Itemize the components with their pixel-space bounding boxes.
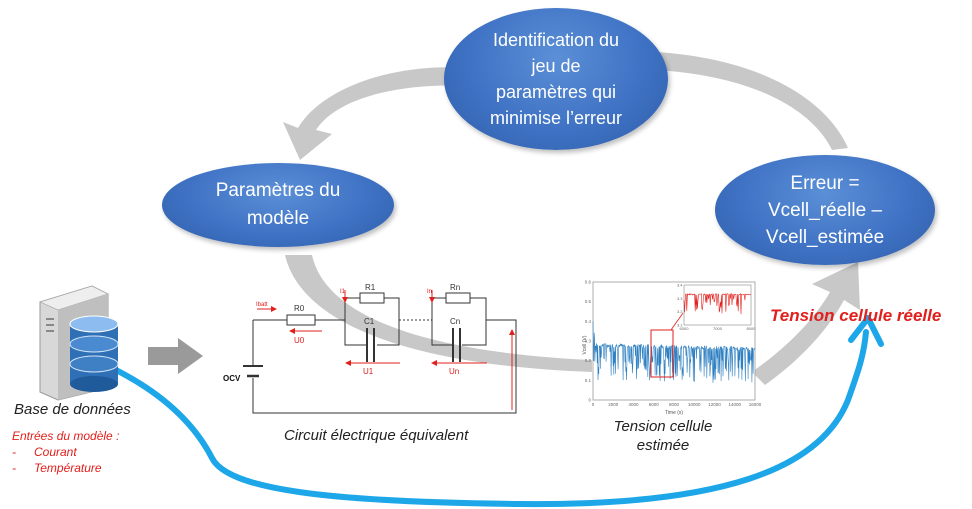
label-c1: C1 <box>364 317 375 326</box>
bubble-identification: Identification du jeu de paramètres qui … <box>444 8 668 150</box>
chart-xtick-label: 2000 <box>608 402 619 407</box>
chart-xtick-label: 12000 <box>708 402 721 407</box>
bubble-erreur: Erreur = Vcell_réelle – Vcell_estimée <box>715 155 935 265</box>
label-cn: Cn <box>450 317 460 326</box>
loop-arrow-top-left <box>283 67 470 160</box>
block-arrow-db-to-circuit <box>148 338 203 374</box>
database-server-icon <box>38 285 119 401</box>
inset-ytick-label: 3.4 <box>677 283 683 288</box>
label-u1: U1 <box>363 367 374 376</box>
loop-arrows <box>148 52 860 385</box>
database-caption: Base de données <box>14 401 131 418</box>
inset-ytick-label: 3.2 <box>677 309 683 314</box>
loop-arrow-bottom <box>285 255 592 372</box>
chart-ylabel: Vcell (V) <box>582 335 588 354</box>
chart-xtick-label: 8000 <box>669 402 680 407</box>
bubble-parametres: Paramètres du modèle <box>162 163 394 247</box>
bubble-erreur-text: Erreur = Vcell_réelle – Vcell_estimée <box>765 172 885 248</box>
circuit-caption: Circuit électrique équivalent <box>284 427 469 444</box>
label-r0: R0 <box>294 304 305 313</box>
chart-xlabel: Time (s) <box>665 410 683 416</box>
chart-xtick-label: 4000 <box>628 402 639 407</box>
inset-xtick-label: 6000 <box>680 326 690 331</box>
label-un: Un <box>449 367 459 376</box>
bubble-identification-text: Identification du jeu de paramètres qui … <box>489 30 623 128</box>
chart-xtick-label: 10000 <box>688 402 701 407</box>
chart-ytick-label: 0.4 <box>585 319 592 324</box>
resistor-r0 <box>286 314 316 326</box>
loop-arrow-to-erreur <box>752 262 860 385</box>
model-input-courant: -Courant <box>12 445 77 459</box>
label-r1: R1 <box>365 283 376 292</box>
bullet-courant: - <box>12 445 16 459</box>
chart-ytick-label: 0.2 <box>585 358 592 363</box>
inset-series-vcell <box>683 292 752 315</box>
label-ocv: OCV <box>223 374 241 383</box>
inset-ytick-label: 3.3 <box>677 296 683 301</box>
label-in: In <box>427 289 432 295</box>
inset-xtick-label: 8000 <box>747 326 757 331</box>
estimated-caption: Tension cellule estimée <box>613 418 713 454</box>
circuit-schematic <box>243 290 517 414</box>
label-u0: U0 <box>294 336 305 345</box>
feedback-arrow <box>113 329 869 508</box>
estimated-chart: 0 0.1 0.2 0.3 0.4 0.5 0.6 0 2000 4000 6000 8000 100… <box>582 280 762 417</box>
chart-xtick-label: 6000 <box>649 402 660 407</box>
label-rn: Rn <box>450 283 460 292</box>
resistor-rn <box>445 292 471 304</box>
feedback-arrowhead <box>848 315 884 347</box>
bubble-parametres-text: Paramètres du modèle <box>215 180 341 229</box>
chart-series-vcell <box>592 321 756 383</box>
chart-ytick-label: 0.5 <box>585 299 592 304</box>
chart-ytick-label: 0.1 <box>585 378 592 383</box>
chart-xtick-label: 0 <box>592 402 595 407</box>
label-ibatt: Ibatt <box>256 302 268 308</box>
resistor-r1 <box>359 292 385 304</box>
label-i1: I1 <box>340 289 346 295</box>
chart-xtick-label: 16000 <box>749 402 762 407</box>
model-inputs-title: Entrées du modèle : <box>12 429 120 443</box>
database-cylinder-icon <box>69 315 119 392</box>
chart-ytick-label: 0.6 <box>585 280 592 285</box>
chart-xtick-label: 14000 <box>728 402 741 407</box>
loop-arrow-top-right <box>655 52 848 150</box>
zoom-highlight-box <box>650 329 674 378</box>
chart-ytick-label: 0.3 <box>585 339 592 344</box>
zoom-connector <box>670 312 684 331</box>
circuit-wire-left-bottom <box>252 319 517 414</box>
bullet-temperature: - <box>12 461 16 475</box>
inset-xtick-label: 7000 <box>713 326 723 331</box>
chart-ytick-label: 0 <box>588 398 591 403</box>
real-voltage-label: Tension cellule réelle <box>770 306 942 325</box>
inset-ytick-label: 3.1 <box>677 323 683 328</box>
model-input-temperature: -Température <box>12 461 102 475</box>
